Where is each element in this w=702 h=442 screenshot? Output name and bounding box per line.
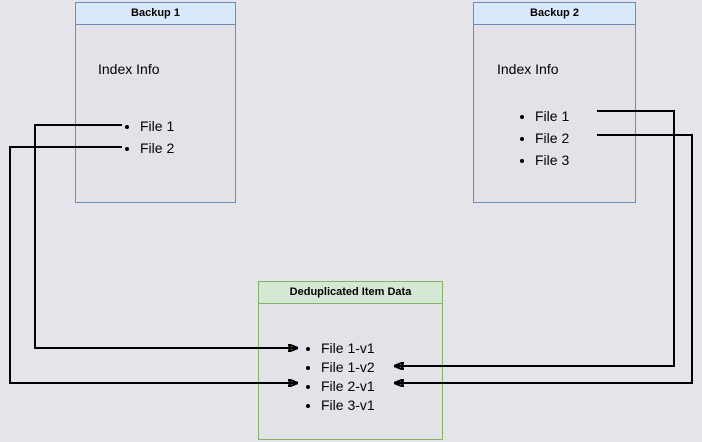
list-item[interactable]: File 2-v1: [321, 377, 375, 396]
dedup-item-list: File 1-v1 File 1-v2 File 2-v1 File 3-v1: [305, 339, 375, 415]
list-item[interactable]: File 1: [140, 115, 174, 137]
backup1-box[interactable]: Backup 1 Index Info File 1 File 2: [75, 2, 236, 203]
backup2-subtitle: Index Info: [497, 61, 559, 77]
list-item[interactable]: File 3-v1: [321, 396, 375, 415]
backup2-title: Backup 2: [474, 3, 635, 25]
list-item[interactable]: File 2: [535, 127, 569, 149]
backup1-file-list: File 1 File 2: [124, 115, 174, 159]
backup1-title: Backup 1: [76, 3, 235, 25]
list-item[interactable]: File 2: [140, 137, 174, 159]
list-item[interactable]: File 3: [535, 149, 569, 171]
backup1-subtitle: Index Info: [98, 61, 160, 77]
list-item[interactable]: File 1-v1: [321, 339, 375, 358]
dedup-title: Deduplicated Item Data: [259, 282, 442, 304]
list-item[interactable]: File 1: [535, 105, 569, 127]
list-item[interactable]: File 1-v2: [321, 358, 375, 377]
dedup-box[interactable]: Deduplicated Item Data File 1-v1 File 1-…: [258, 281, 443, 440]
backup2-box[interactable]: Backup 2 Index Info File 1 File 2 File 3: [473, 2, 636, 203]
backup2-file-list: File 1 File 2 File 3: [519, 105, 569, 171]
